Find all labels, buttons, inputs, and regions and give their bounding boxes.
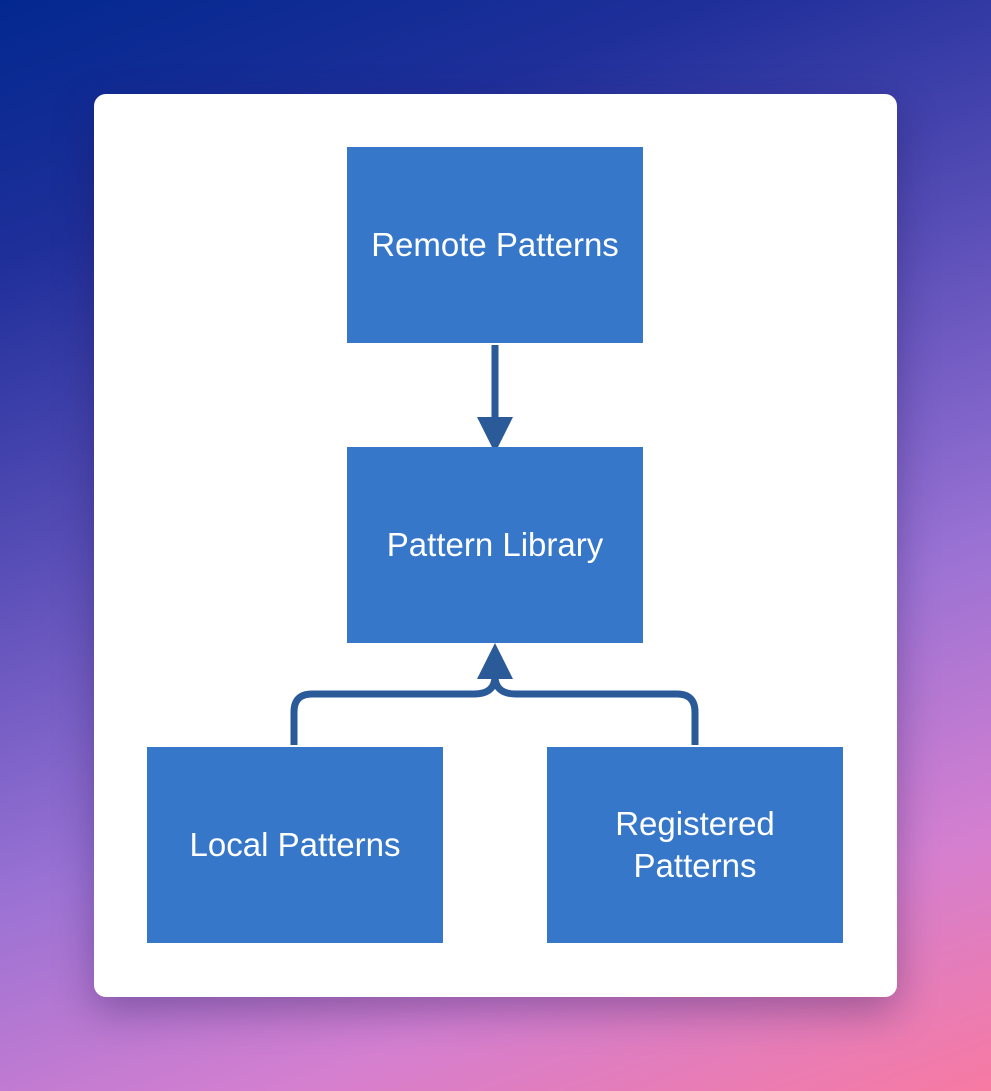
node-label: Local Patterns <box>189 826 401 863</box>
arrowhead-down <box>477 417 513 453</box>
node-label: Registered Patterns <box>615 805 775 884</box>
node-registered-patterns: Registered Patterns <box>547 747 843 943</box>
arrowhead-up <box>477 643 513 679</box>
node-label: Pattern Library <box>386 526 604 563</box>
edge-local-to-library <box>290 675 499 745</box>
edge-registered-to-library <box>491 675 699 745</box>
edges-layer <box>290 345 699 745</box>
node-pattern-library: Pattern Library <box>347 447 643 643</box>
diagram-card: Remote Patterns Pattern Library Local Pa… <box>94 94 897 997</box>
node-local-patterns: Local Patterns <box>147 747 443 943</box>
node-label: Remote Patterns <box>371 226 619 263</box>
node-remote-patterns: Remote Patterns <box>347 147 643 343</box>
